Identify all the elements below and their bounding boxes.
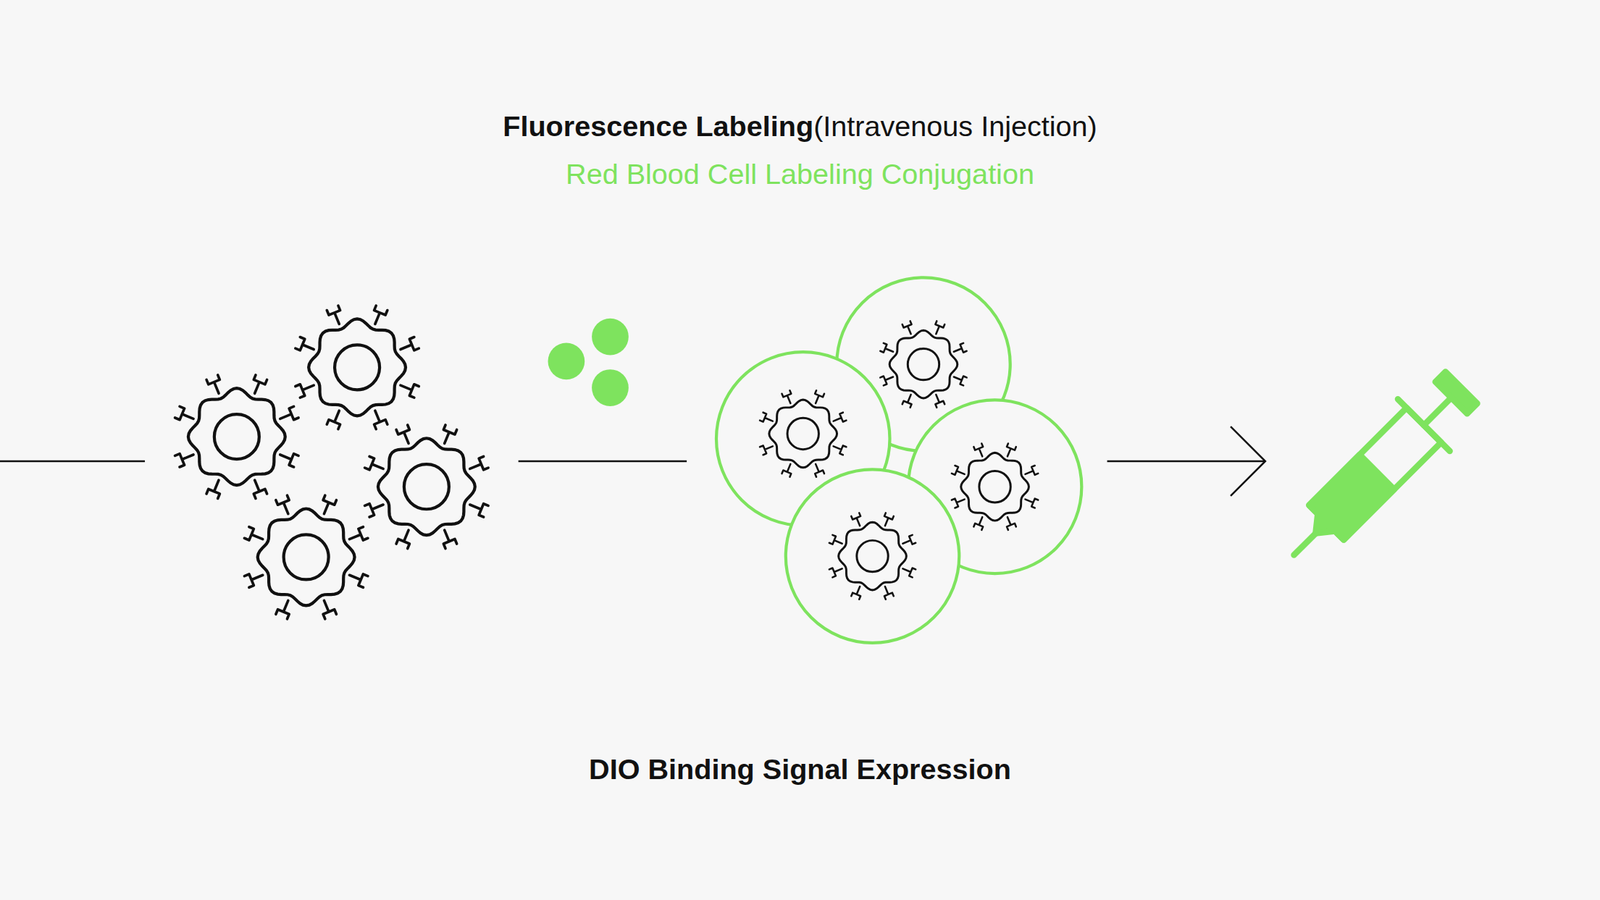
flow-line <box>0 460 145 463</box>
title-line: Fluorescence Labeling(Intravenous Inject… <box>0 110 1600 143</box>
cell <box>365 425 489 550</box>
cell <box>244 495 368 620</box>
dye-dot <box>591 369 629 407</box>
flow-arrow <box>1107 426 1266 497</box>
dye-dot <box>548 343 586 381</box>
cell <box>175 375 299 500</box>
syringe-icon <box>1268 361 1488 581</box>
cell <box>295 305 419 430</box>
caption-line: DIO Binding Signal Expression <box>0 753 1600 786</box>
subtitle-line: Red Blood Cell Labeling Conjugation <box>0 157 1600 191</box>
caption: DIO Binding Signal Expression <box>588 753 1012 786</box>
dye-dot <box>591 318 629 356</box>
flow-line <box>518 460 687 463</box>
title: Fluorescence Labeling <box>502 110 814 142</box>
labeled-cells <box>716 277 1082 644</box>
subtitle-note: (Intravenous Injection) <box>813 110 1098 142</box>
subtitle: Red Blood Cell Labeling Conjugation <box>565 157 1035 190</box>
